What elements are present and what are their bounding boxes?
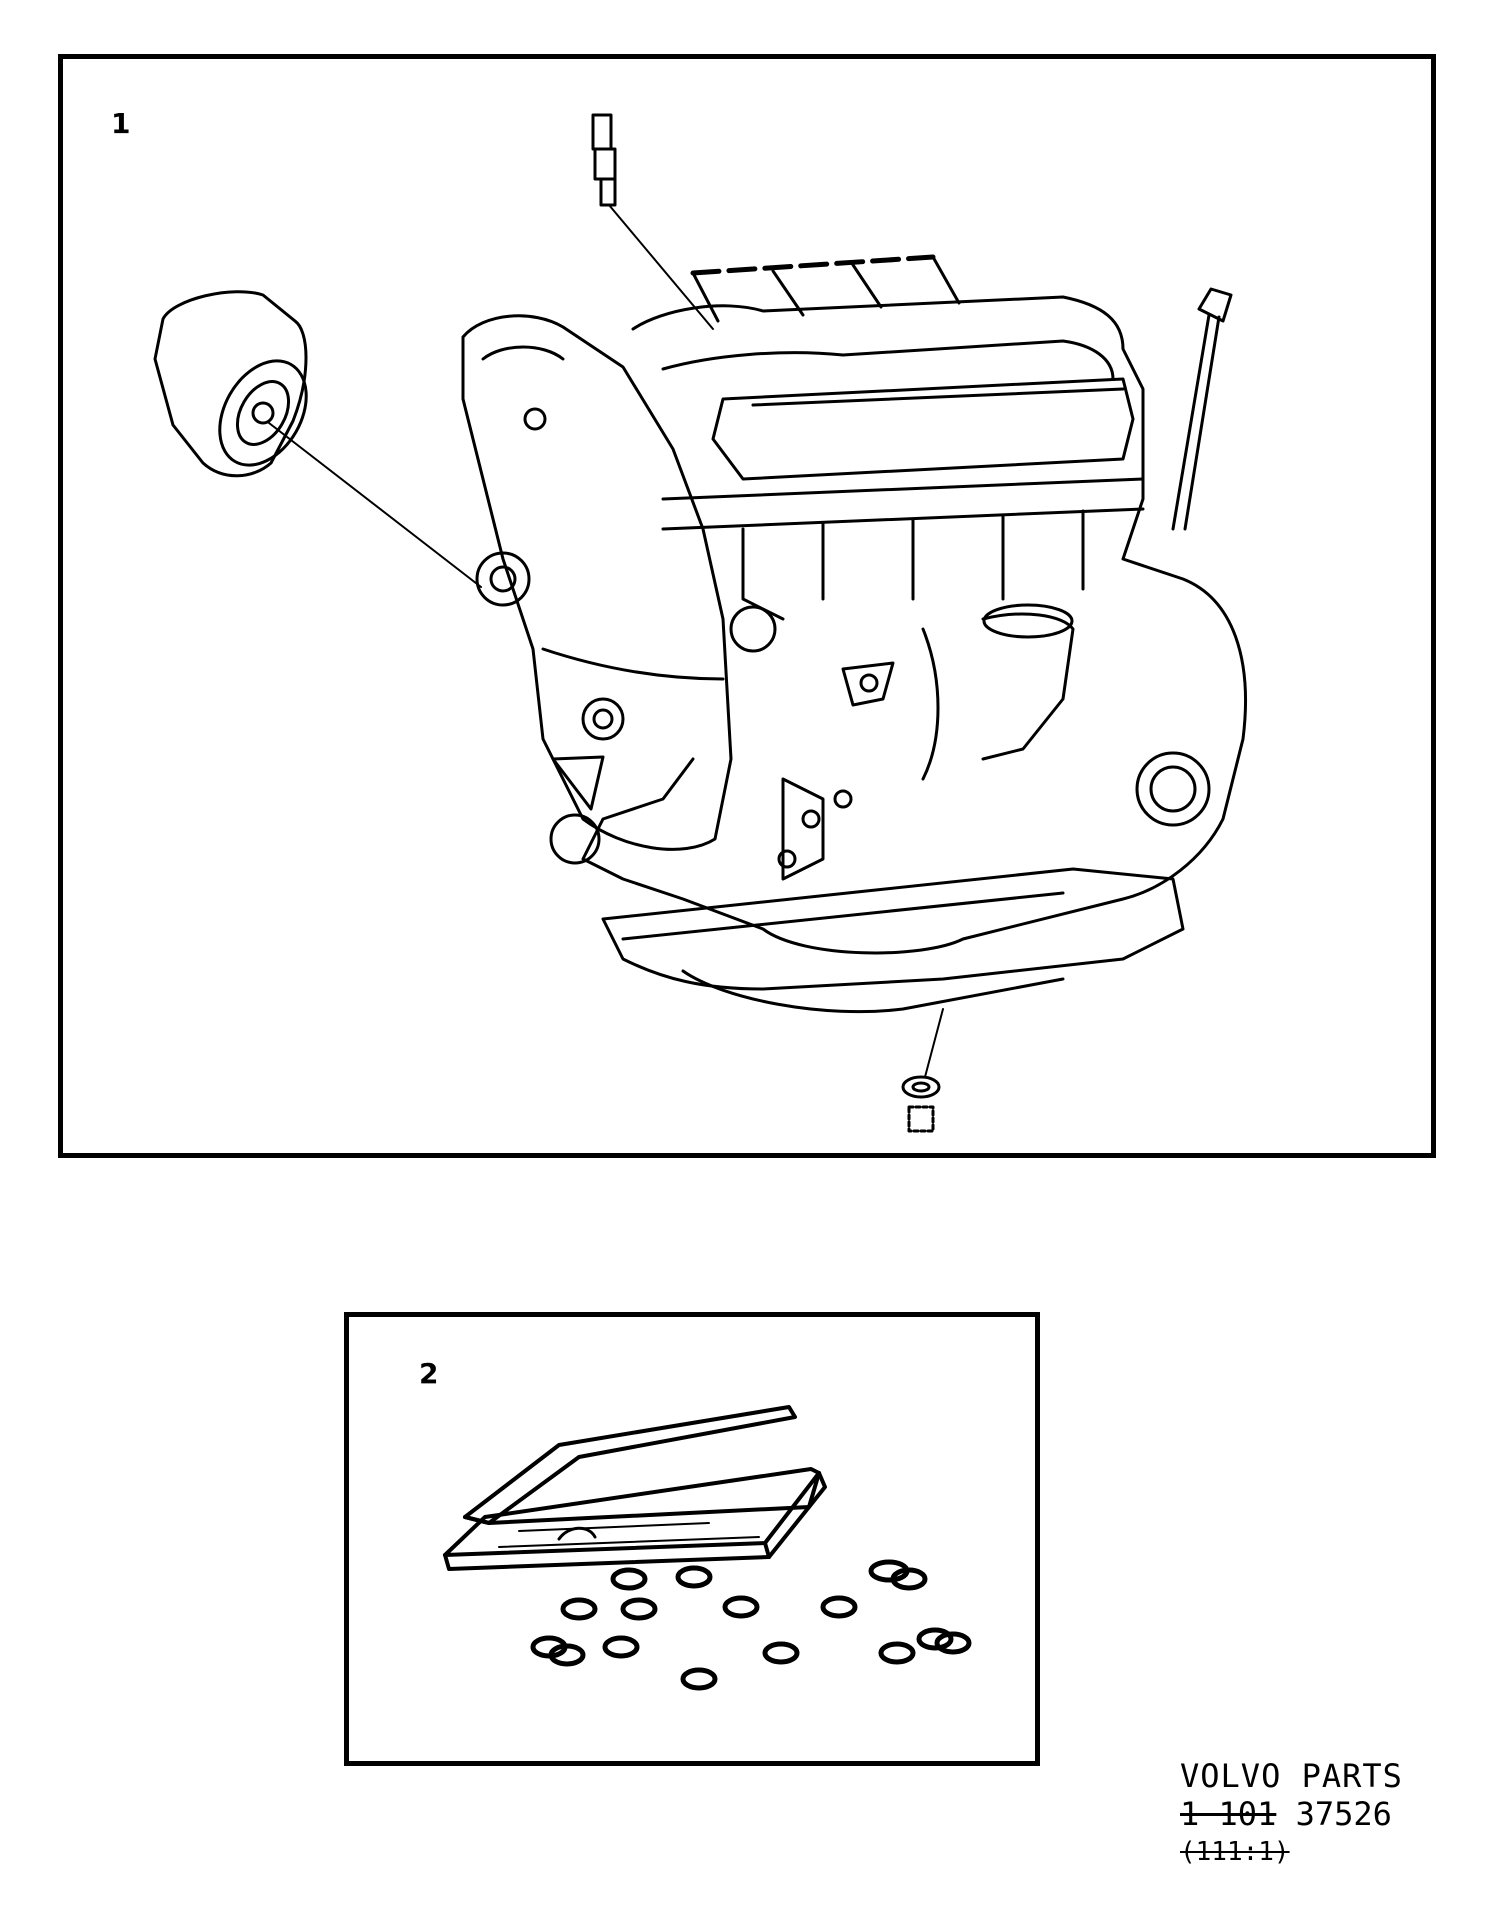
- reference-code: (111:1): [1180, 1837, 1290, 1867]
- panel-number: 2: [419, 1357, 439, 1390]
- diagram-panel-engine: 1: [58, 54, 1436, 1158]
- spark-plug-icon: [591, 113, 714, 330]
- brand-label: VOLVO PARTS: [1180, 1757, 1403, 1795]
- part-number-prefix: 1 101: [1180, 1795, 1277, 1833]
- valve-cover-outline: [690, 254, 961, 323]
- o-ring-seals-icon: [530, 1559, 972, 1691]
- part-number: 1 101 37526: [1180, 1795, 1403, 1833]
- timing-cover-outline: [461, 314, 733, 865]
- gasket-set-illustration: [443, 1405, 972, 1691]
- drain-plug-icon: [901, 1008, 944, 1133]
- gasket-box-icon: [443, 1405, 827, 1571]
- panel-number: 1: [111, 107, 131, 140]
- engine-illustration: [153, 113, 1247, 1133]
- oil-filter-icon: [153, 290, 482, 588]
- dipstick-icon: [1171, 287, 1233, 531]
- part-number-suffix: 37526: [1295, 1795, 1392, 1833]
- oil-pan-outline: [601, 867, 1185, 1014]
- part-reference-block: VOLVO PARTS 1 101 37526 (111:1): [1180, 1757, 1403, 1871]
- engine-block-outline: [581, 295, 1247, 955]
- diagram-panel-gasket-set: 2: [344, 1312, 1040, 1766]
